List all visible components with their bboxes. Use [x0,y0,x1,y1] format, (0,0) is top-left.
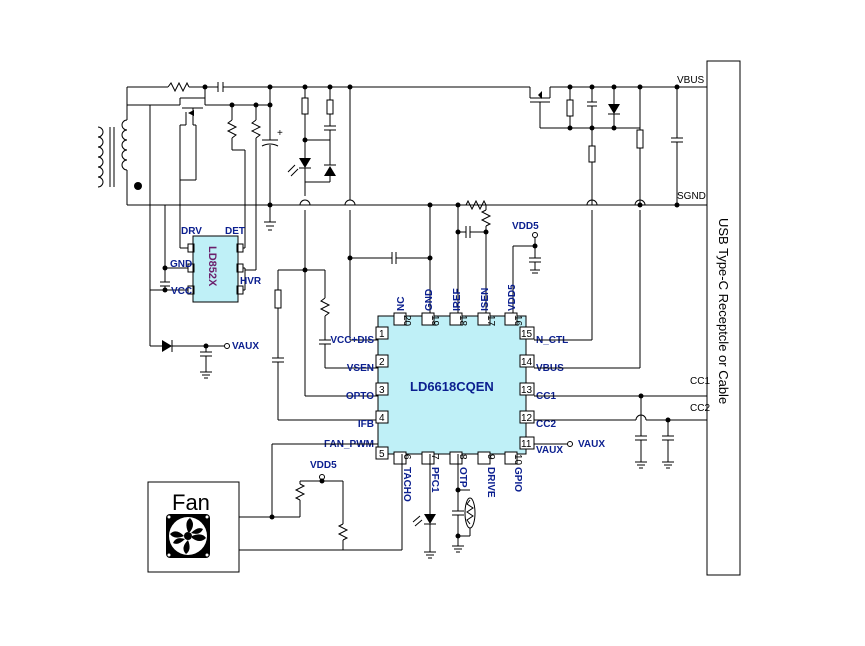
ld852x-hvr: HVR [240,276,262,287]
sgnd-rail [127,202,707,208]
usb-connector-box [706,60,741,576]
pin-label: OTP [457,467,468,488]
pin-label: IFB [358,419,374,430]
vbus-fet-network [566,84,620,205]
pin-number: 4 [379,413,385,424]
ic-bottom-wires [239,443,476,559]
pin-label: OPTO [346,391,374,402]
pin-number: 11 [521,439,532,450]
vbus-mosfet [529,87,640,129]
main-ic-top-pin: 19 GND [421,289,440,327]
transformer [97,87,151,205]
main-ic-right-pin: 15N_CTL [519,326,568,346]
pin-label: CC2 [536,419,556,430]
pin-number: 10 [512,454,523,466]
main-ic-top-pin: 20 NC [393,297,412,327]
ic-top-wires [344,84,541,341]
pin-number: 6 [401,454,412,460]
vbus-rail [127,81,707,93]
pin-label: TACHO [401,467,412,502]
cc1-net-label: CC1 [690,376,710,387]
pin-number: 19 [429,315,440,327]
vdd5-fan-label: VDD5 [310,460,337,471]
pin-label: NC [396,297,407,311]
pin-number: 14 [521,357,533,368]
pin-label: GPIO [512,467,523,492]
sgnd-net-label: SGND [677,191,706,202]
cc2-net-label: CC2 [690,403,710,414]
pin-number: 7 [429,454,440,460]
ld852x-pins [150,205,246,295]
vaux-left-network [149,205,230,379]
ld852x-vcc: VCC [171,286,192,297]
pin-label: VDD5 [507,284,518,311]
pin-label: VAUX [536,445,563,456]
pin-number: 12 [521,413,533,424]
ic-right-wires [534,199,707,469]
main-ic-top-pin: 16 VDD5 [504,284,523,327]
svg-text:+: + [277,128,283,139]
pin-number: 13 [521,385,533,396]
pin-number: 1 [379,329,385,340]
ld852x-gnd: GND [170,259,192,270]
vbus-sense-network [636,84,683,205]
det-resistors [226,102,262,271]
pin-number: 20 [401,315,412,327]
pin-number: 2 [379,357,385,368]
pin-label: GND [424,289,435,311]
pin-number: 8 [457,454,468,460]
ld852x-det: DET [225,226,245,237]
fan-label: Fan [172,490,210,515]
pin-number: 18 [457,315,468,327]
pin-label: DRIVE [485,467,496,498]
ld852x-name: LD852X [206,246,218,287]
pin-label: PFC1 [429,467,440,493]
opto-led-network [287,84,336,183]
sync-rect-fet [150,84,270,232]
usb-connector-label: USB Type-C Receptcle or Cable [716,218,731,404]
pin-number: 3 [379,385,385,396]
main-ic-name: LD6618CQEN [410,379,494,394]
vaux-left-label: VAUX [232,341,259,352]
vdd5-top-label: VDD5 [512,221,539,232]
main-ic-top-pin: 18 IREF [449,288,468,327]
pin-number: 9 [485,454,496,460]
pin-label: VCC+DIS [330,335,374,346]
ld852x-body [192,235,239,303]
fan-icon [166,514,210,558]
main-ic-top-pin: 17 ISEN [477,288,496,327]
main-ic-top-pins: 20 NC 19 GND 18 IREF 17 ISEN 16 VDD5 [393,284,523,327]
ic-left-wires [272,182,378,421]
pin-label: IREF [452,288,463,311]
ld852x-drv: DRV [181,226,202,237]
pin-label: ISEN [480,288,491,311]
bulk-capacitor: + [261,84,283,231]
pin-number: 5 [379,449,385,460]
pin-label: VSEN [347,363,374,374]
pin-number: 16 [512,315,523,327]
vbus-net-label: VBUS [677,75,705,86]
pin-number: 17 [485,315,496,327]
pin-number: 15 [521,329,533,340]
vaux-right-label: VAUX [578,439,605,450]
